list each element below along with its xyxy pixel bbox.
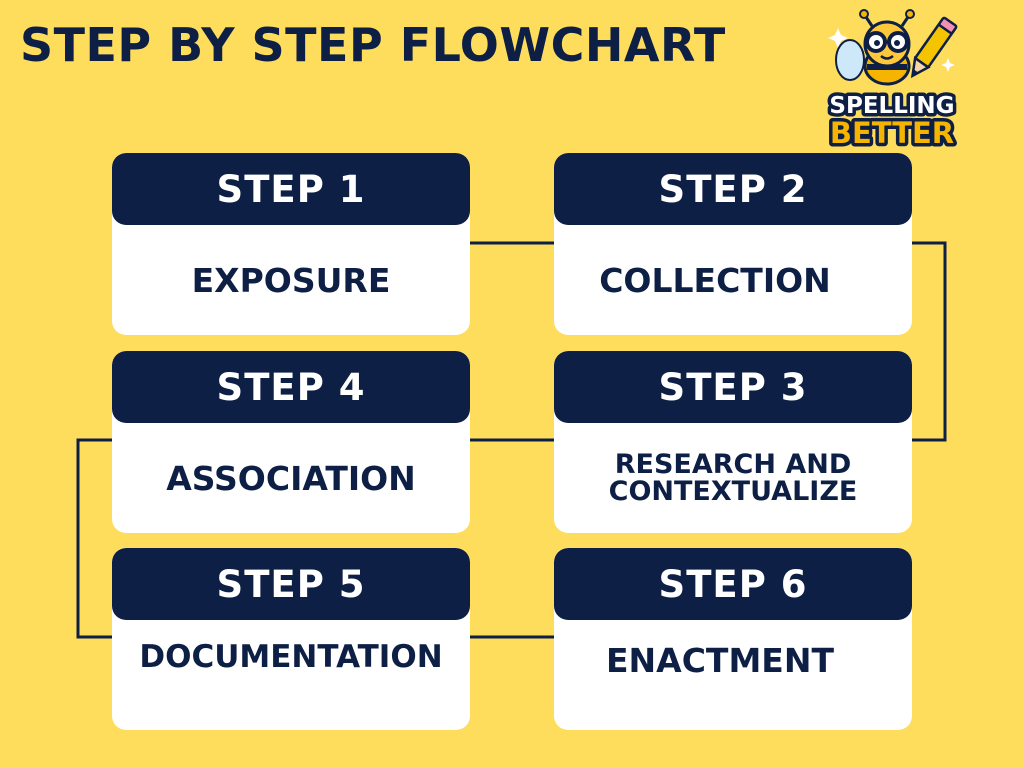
step-header-1: STEP 1 xyxy=(112,153,470,225)
step-card-1: STEP 1 EXPOSURE xyxy=(112,153,470,335)
logo-word-better: BETTER xyxy=(830,116,954,150)
pencil-icon xyxy=(910,16,958,79)
logo-word-spelling: SPELLING xyxy=(829,93,954,119)
step-header-3: STEP 3 xyxy=(554,351,912,423)
step-card-6: STEP 6 ENACTMENT xyxy=(554,548,912,730)
step-card-4: STEP 4 ASSOCIATION xyxy=(112,351,470,533)
step-text-3: RESEARCH AND CONTEXTUALIZE xyxy=(608,449,858,507)
sparkle-icon xyxy=(828,28,955,72)
step-header-4: STEP 4 xyxy=(112,351,470,423)
step-text-5: DOCUMENTATION xyxy=(139,639,443,675)
spelling-better-logo: SPELLING BETTER xyxy=(826,9,958,153)
step-header-5: STEP 5 xyxy=(112,548,470,620)
step-card-3: STEP 3 RESEARCH AND CONTEXTUALIZE xyxy=(554,351,912,533)
step-card-5: STEP 5 DOCUMENTATION xyxy=(112,548,470,730)
step-text-6: ENACTMENT xyxy=(606,641,834,680)
step-card-2: STEP 2 COLLECTION xyxy=(554,153,912,335)
connector-step4-step5 xyxy=(76,438,112,639)
step-header-2: STEP 2 xyxy=(554,153,912,225)
step-text-2: COLLECTION xyxy=(599,260,831,300)
step-header-6: STEP 6 xyxy=(554,548,912,620)
page-title: STEP BY STEP FLOWCHART xyxy=(20,18,726,72)
bee-mascot-icon xyxy=(835,9,915,86)
step-text-4: ASSOCIATION xyxy=(166,458,416,498)
connector-step2-step3 xyxy=(910,241,947,442)
step-text-1: EXPOSURE xyxy=(191,260,391,300)
